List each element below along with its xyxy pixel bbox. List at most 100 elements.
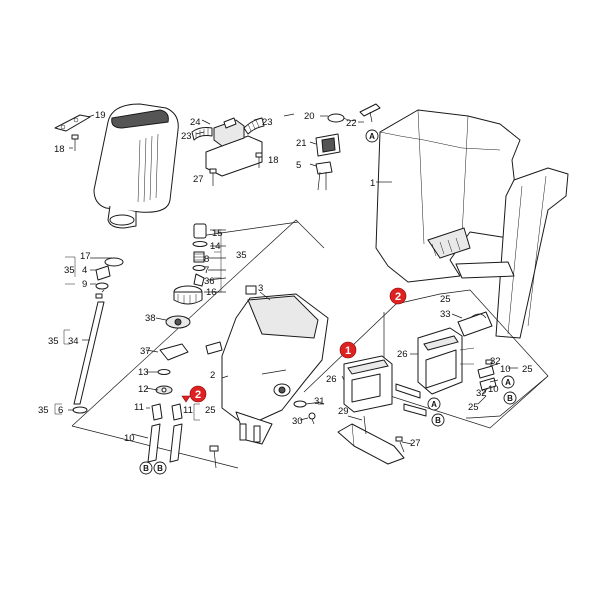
svg-text:A: A [431,400,437,409]
label-5: 5 [296,160,301,171]
label-20: 20 [304,111,315,122]
label-38: 38 [145,313,156,324]
label-30: 30 [292,416,303,427]
pump-assembly-part [191,117,265,177]
tray-29-part [337,423,405,465]
connector-a-right: A [501,375,515,389]
connector-b-left-1: B [139,461,153,475]
label-31: 31 [314,396,325,407]
svg-text:2: 2 [395,291,401,303]
label-37: 37 [140,346,151,357]
screw-18b [255,152,263,168]
screw-27a [209,168,217,186]
washer-20-part [327,113,357,123]
label-1: 1 [370,178,375,189]
label-17: 17 [80,251,91,262]
label-25c: 25 [522,364,533,375]
clamp-33-part [457,311,493,337]
washer-31-part [293,400,307,408]
plugs-32-part [477,359,497,391]
svg-text:B: B [143,464,149,473]
label-22: 22 [346,118,357,129]
svg-text:B: B [157,464,163,473]
label-15: 15 [212,228,223,239]
connector-a-mid: A [427,397,441,411]
screw-30-part [308,412,316,425]
label-18b: 18 [268,155,279,166]
label-14: 14 [210,241,221,252]
part-labels: 19 18 24 23 23 27 18 20 22 21 5 1 15 14 … [38,110,533,449]
label-19: 19 [95,110,106,121]
label-36: 36 [204,276,215,287]
label-2: 2 [210,370,215,381]
svg-text:A: A [505,378,511,387]
label-33: 33 [440,309,451,320]
label-10a: 10 [124,433,135,444]
svg-text:A: A [369,132,375,141]
label-13: 13 [138,367,149,378]
label-27a: 27 [193,174,204,185]
svg-text:B: B [435,416,441,425]
connector-b-left-2: B [153,461,167,475]
housing-1-part [375,109,569,339]
label-34: 34 [68,336,79,347]
marker-2-right: 2 [389,287,407,305]
label-3: 3 [258,283,263,294]
screw-18a [71,134,79,151]
label-25b: 25 [440,294,451,305]
svg-text:B: B [507,394,513,403]
cable-part [395,383,427,417]
label-35c: 35 [48,336,59,347]
connector-b-right: B [503,391,517,405]
tank-clip-part [54,114,91,132]
label-35a: 35 [236,250,247,261]
label-29: 29 [338,406,349,417]
label-9: 9 [82,279,87,290]
label-18a: 18 [54,144,65,155]
label-4: 4 [82,265,87,276]
clip-3-part [245,285,257,295]
label-32a: 32 [490,356,501,367]
marker-1: 1 [339,341,357,359]
label-6: 6 [58,405,63,416]
connector-b-mid: B [431,413,445,427]
sensor-5-part [315,161,333,191]
left-column-parts [72,257,124,414]
nozzle-part [205,341,223,469]
label-35b: 35 [64,265,75,276]
label-10b: 10 [500,364,511,375]
label-8: 8 [204,254,209,265]
label-7: 7 [204,265,209,276]
screw-29-part [363,415,367,435]
label-35d: 35 [38,405,49,416]
pcb-26-part [343,355,393,413]
switch-21-part [315,133,341,157]
label-26a: 26 [326,374,337,385]
svg-text:1: 1 [345,345,351,357]
label-26b: 26 [397,349,408,360]
pcb-26b-part [417,327,475,395]
label-16: 16 [206,287,217,298]
label-27b: 27 [410,438,421,449]
label-32b: 32 [476,388,487,399]
label-10c: 10 [488,384,499,395]
label-25d: 25 [468,402,479,413]
boiler-2-part [221,293,329,445]
connector-a-top: A [365,129,379,143]
connector-22-part [359,103,381,123]
marker-2-left: 2 [181,385,207,403]
label-11b: 11 [183,405,193,416]
label-23b: 23 [262,117,273,128]
label-24: 24 [190,117,201,128]
water-tank-part [93,103,179,229]
valve-stack-parts [147,223,208,463]
label-25a: 25 [205,405,216,416]
svg-text:2: 2 [195,389,201,401]
label-12: 12 [138,384,149,395]
label-21: 21 [296,138,307,149]
leader-lines [131,113,518,445]
label-11a: 11 [134,402,144,413]
label-23a: 23 [181,131,192,142]
screw-27b-part [395,436,405,453]
